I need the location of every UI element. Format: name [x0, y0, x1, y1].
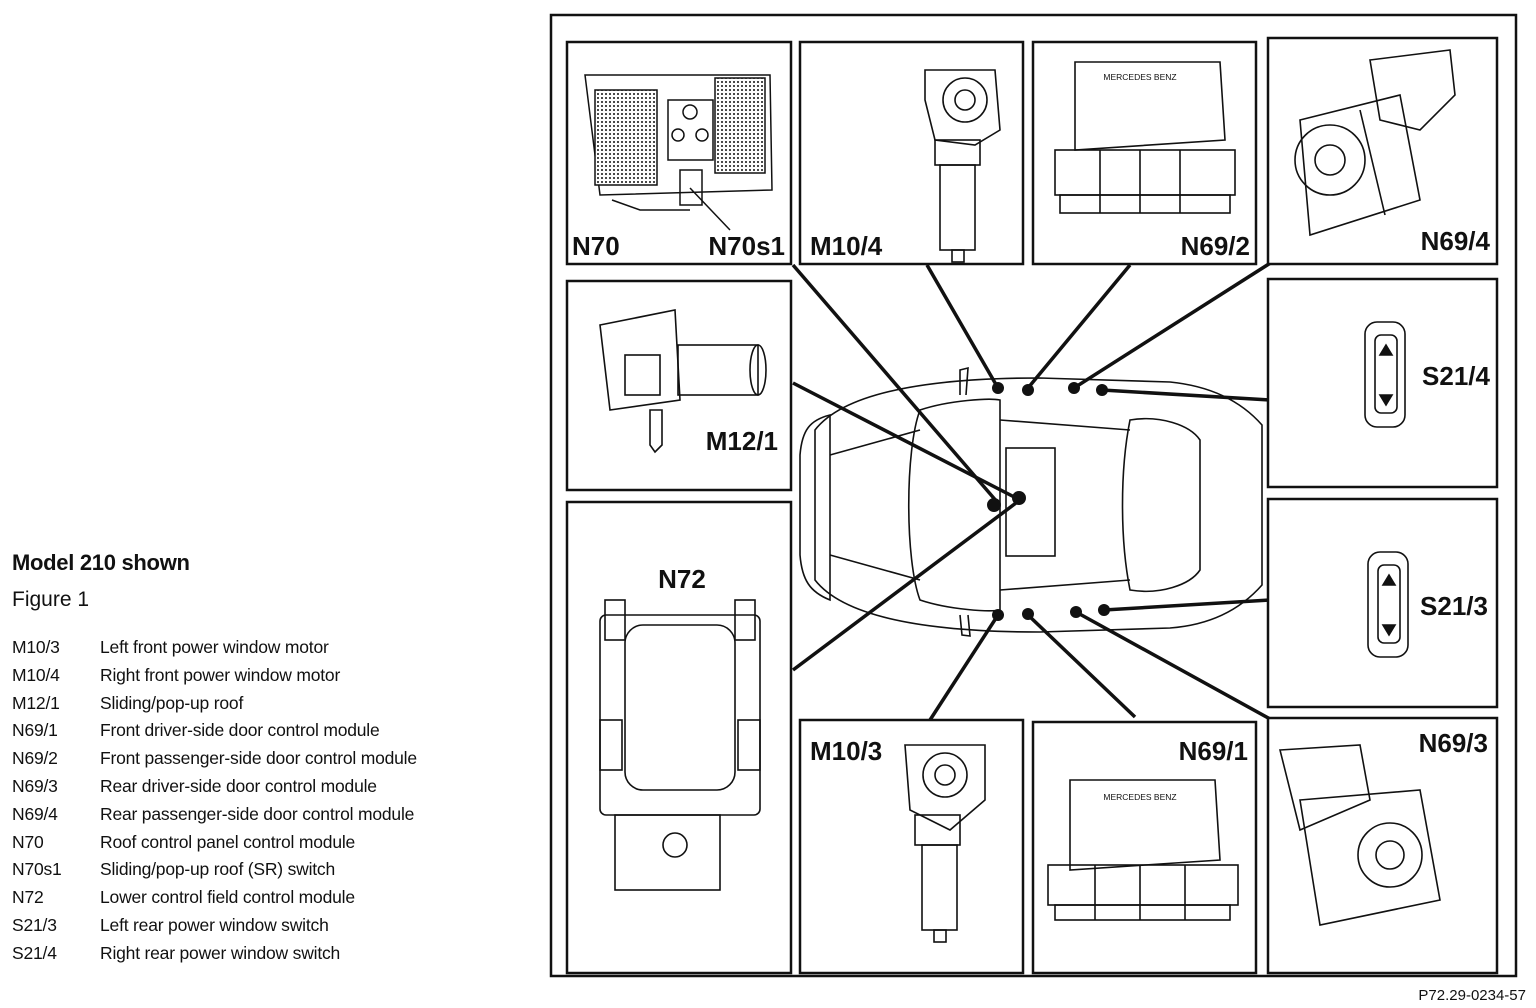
legend-row: N70s1 Sliding/pop-up roof (SR) switch: [12, 856, 532, 884]
legend-description: Left rear power window switch: [100, 914, 329, 935]
panel-n69-4: N69/4: [1266, 36, 1499, 266]
label-n72: N72: [658, 564, 706, 594]
module-brand-label-top: MERCEDES BENZ: [1103, 72, 1176, 82]
label-n69-3: N69/3: [1419, 728, 1488, 758]
module-brand-label-bottom: MERCEDES BENZ: [1103, 792, 1176, 802]
legend-code: N69/4: [12, 803, 58, 824]
legend-row: N72 Lower control field control module: [12, 884, 532, 912]
legend-code: M10/4: [12, 664, 60, 685]
legend-description: Roof control panel control module: [100, 831, 356, 852]
legend-description: Front driver-side door control module: [100, 720, 380, 741]
legend-code: M12/1: [12, 692, 60, 713]
window-switch-illustration: [1364, 321, 1406, 428]
outer-frame: [549, 13, 1518, 978]
figure-title: Model 210 shown: [12, 550, 190, 575]
legend-row: N69/3 Rear driver-side door control modul…: [12, 773, 532, 801]
legend-code: N69/1: [12, 720, 58, 741]
label-n70s1: N70s1: [708, 231, 785, 261]
legend-code: M10/3: [12, 637, 60, 657]
window-switch-illustration: [1367, 551, 1409, 658]
panel-n70: N70 N70s1: [565, 40, 793, 266]
legend-row: N69/1 Front driver-side door control modu…: [12, 717, 532, 745]
label-n70: N70: [572, 231, 620, 261]
label-m10-4: M10/4: [810, 231, 883, 261]
legend-code: N69/3: [12, 775, 58, 796]
legend-description: Right rear power window switch: [100, 942, 341, 963]
legend-code: S21/4: [12, 942, 57, 963]
label-n69-1: N69/1: [1179, 736, 1248, 766]
door-module-motor-illustration: [1294, 49, 1456, 237]
legend-code: N72: [12, 887, 44, 908]
legend-row: S21/3 Left rear power window switch: [12, 912, 532, 940]
door-module-motor-illustration: [1278, 744, 1441, 926]
legend-row: M12/1 Sliding/pop-up roof: [12, 690, 532, 718]
connection-dots: [987, 382, 1110, 621]
legend-row: N70 Roof control panel control module: [12, 829, 532, 857]
legend-description: Rear driver-side door control module: [100, 775, 377, 796]
legend: Model 210 shown Figure 1 M10/3 Left front…: [12, 550, 532, 968]
legend-row: S21/4 Right rear power window switch: [12, 940, 532, 968]
label-s21-4: S21/4: [1422, 361, 1490, 391]
panel-m12-1: M12/1: [565, 279, 793, 492]
figure-subtitle: Figure 1: [12, 588, 90, 611]
panel-m10-4: M10/4: [798, 40, 1025, 266]
legend-row: N69/2 Front passenger-side door control m…: [12, 745, 532, 773]
label-s21-3: S21/3: [1420, 591, 1488, 621]
panel-n69-2: MERCEDES BENZ N69/2: [1031, 40, 1258, 266]
legend-code: S21/3: [12, 914, 57, 935]
reference-code: P72.29-0234-57: [1418, 987, 1526, 1004]
panel-m10-3: M10/3: [798, 718, 1025, 975]
legend-description: Sliding/pop-up roof: [100, 692, 244, 713]
door-module-illustration: [1054, 61, 1236, 214]
legend-code: N70: [12, 831, 44, 852]
window-motor-illustration: [924, 69, 1001, 263]
legend-code: N70s1: [12, 859, 62, 880]
legend-description: Left front power window motor: [100, 637, 329, 657]
label-n69-4: N69/4: [1421, 226, 1491, 256]
panel-s21-4: S21/4: [1266, 277, 1499, 489]
legend-row: M10/4 Right front power window motor: [12, 662, 532, 690]
panel-s21-3: S21/3: [1266, 497, 1499, 709]
panel-n69-1: MERCEDES BENZ N69/1: [1031, 720, 1258, 975]
label-m12-1: M12/1: [706, 426, 778, 456]
legend-description: Right front power window motor: [100, 664, 341, 685]
legend-code: N69/2: [12, 748, 58, 769]
legend-description: Sliding/pop-up roof (SR) switch: [100, 859, 336, 880]
legend-description: Front passenger-side door control module: [100, 748, 417, 769]
door-module-illustration: [1047, 779, 1239, 921]
car-top-view: [799, 366, 1263, 637]
legend-description: Lower control field control module: [100, 887, 355, 908]
panel-n72: N72: [565, 500, 793, 975]
label-m10-3: M10/3: [810, 736, 882, 766]
panel-n69-3: N69/3: [1266, 716, 1499, 975]
legend-row: N69/4 Rear passenger-side door control mo…: [12, 801, 532, 829]
lower-control-field-illustration: [599, 599, 761, 891]
legend-description: Rear passenger-side door control module: [100, 803, 415, 824]
legend-row: M10/3 Left front power window motor: [12, 634, 532, 662]
roof-control-panel-illustration: [584, 74, 773, 211]
window-motor-illustration: [904, 744, 986, 943]
label-n69-2: N69/2: [1181, 231, 1250, 261]
sliding-roof-motor-illustration: [599, 309, 767, 454]
